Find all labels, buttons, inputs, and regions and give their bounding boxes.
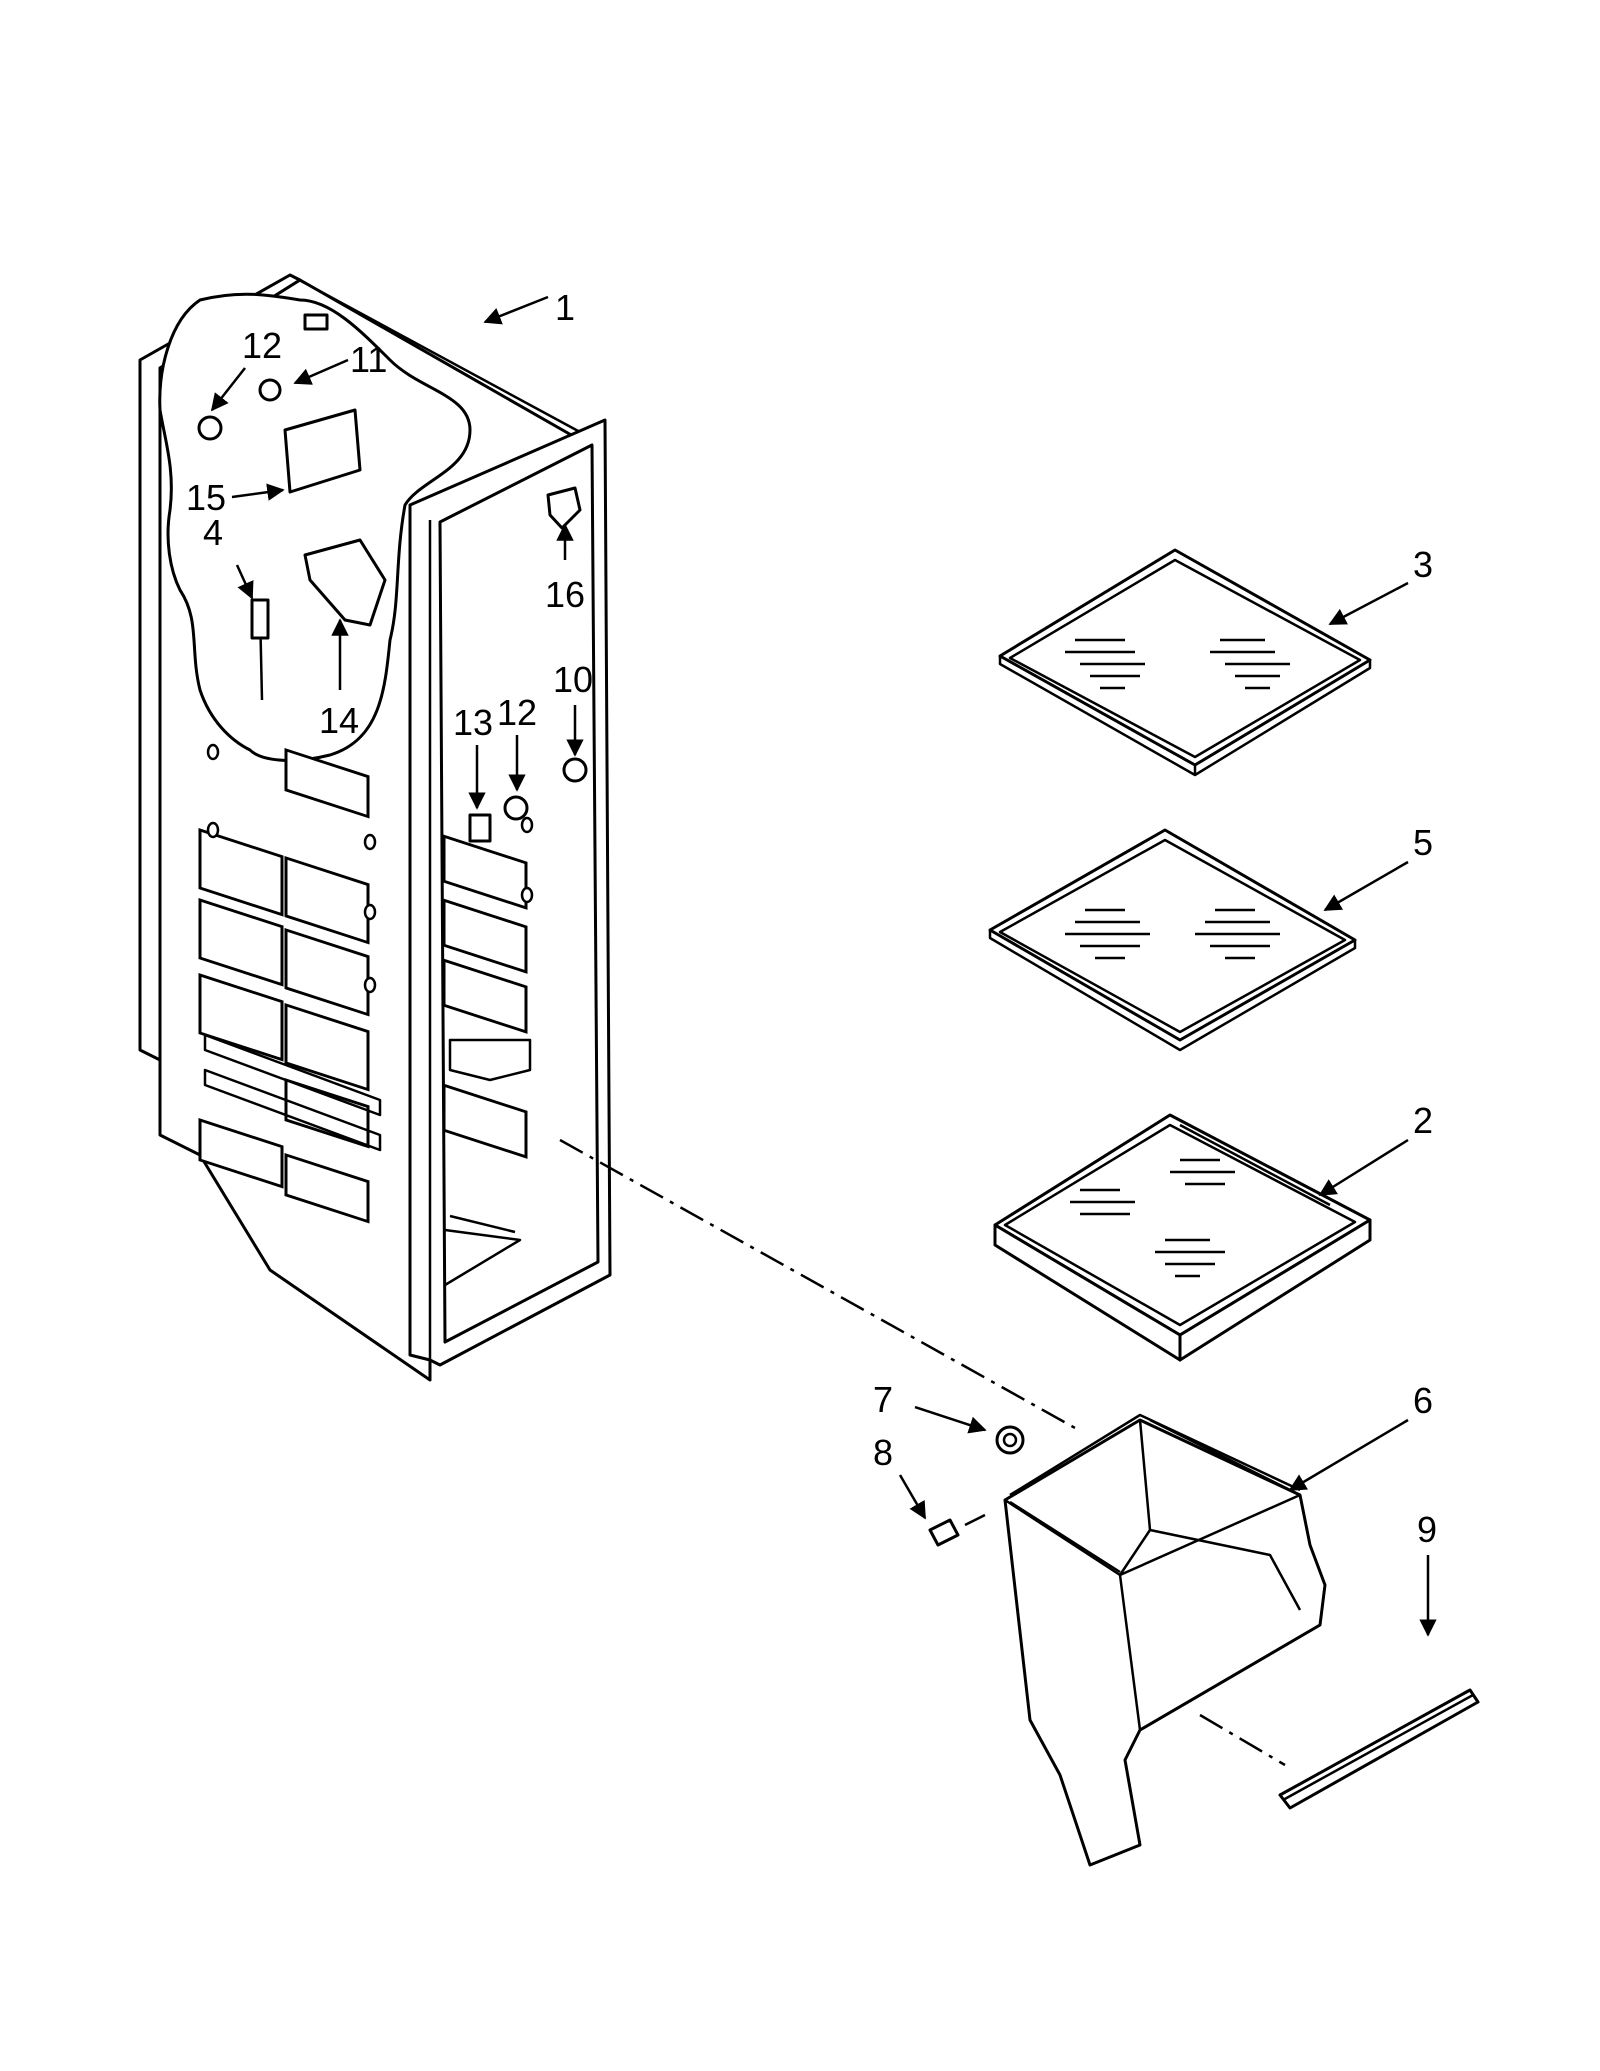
assembly-line-upper xyxy=(559,1138,1076,1430)
leader-2 xyxy=(1318,1138,1409,1197)
liner-part xyxy=(138,273,612,1382)
crisper-drawer-part-6 xyxy=(1003,1413,1327,1867)
callout-12-lower: 12 xyxy=(497,692,537,733)
sensor-4 xyxy=(250,598,270,640)
callout-12-upper: 12 xyxy=(242,325,282,366)
shelf-part-3 xyxy=(998,548,1372,777)
callout-5: 5 xyxy=(1413,822,1433,863)
assembly-line-lower xyxy=(1199,1713,1286,1767)
leader-5 xyxy=(1323,860,1409,912)
callout-7: 7 xyxy=(873,1379,893,1420)
socket-11 xyxy=(258,378,282,402)
callout-labels: 1 3 5 2 6 7 8 9 10 11 12 12 13 14 15 16 … xyxy=(186,287,1437,1550)
bulb-12-upper xyxy=(197,415,223,441)
roller-part-7 xyxy=(995,1425,1025,1455)
callout-8: 8 xyxy=(873,1432,893,1473)
callout-15: 15 xyxy=(186,477,226,518)
bulb-12-lower xyxy=(503,795,529,821)
callout-13: 13 xyxy=(453,702,493,743)
pin-leader xyxy=(964,1513,986,1527)
callout-14: 14 xyxy=(319,700,359,741)
rail-part-9 xyxy=(1278,1688,1480,1810)
shelf-part-2 xyxy=(993,1113,1372,1362)
leader-12-upper xyxy=(210,367,246,412)
callout-3: 3 xyxy=(1413,544,1433,585)
switch-16 xyxy=(546,486,582,530)
leader-4 xyxy=(235,564,254,600)
leader-8 xyxy=(898,1474,927,1520)
leader-7 xyxy=(914,1405,987,1434)
callout-16: 16 xyxy=(545,574,585,615)
control-module-14 xyxy=(303,538,387,627)
leader-1 xyxy=(483,295,549,325)
leader-3 xyxy=(1328,581,1409,626)
leader-11 xyxy=(293,358,349,385)
callout-1: 1 xyxy=(555,287,575,328)
callout-11: 11 xyxy=(350,339,387,380)
leader-15 xyxy=(231,483,285,501)
pin-part-8 xyxy=(928,1518,960,1547)
light-housing-15 xyxy=(283,408,362,494)
upper-label-mark xyxy=(303,313,329,331)
leader-arrows xyxy=(210,295,1437,1637)
callout-9: 9 xyxy=(1417,1509,1437,1550)
leader-6 xyxy=(1288,1418,1409,1492)
shelf-part-5 xyxy=(988,828,1357,1052)
callout-6: 6 xyxy=(1413,1380,1433,1421)
socket-10 xyxy=(562,757,588,783)
callout-10: 10 xyxy=(553,659,593,700)
callout-2: 2 xyxy=(1413,1100,1433,1141)
callout-4: 4 xyxy=(203,512,223,553)
switch-13 xyxy=(468,813,492,843)
